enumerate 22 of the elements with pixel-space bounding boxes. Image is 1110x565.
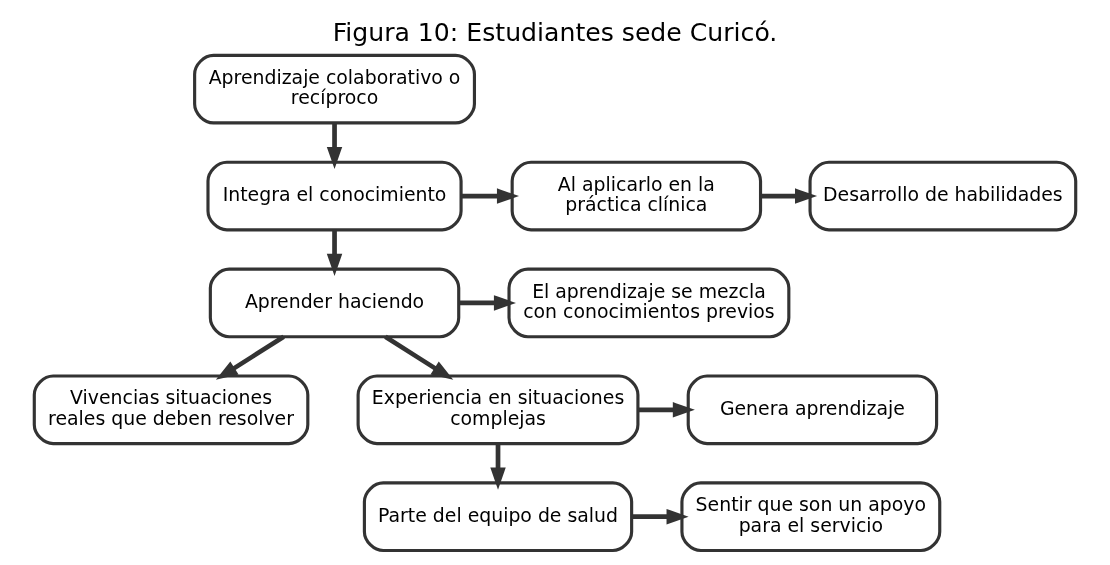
arrow	[631, 509, 689, 525]
arrow	[384, 334, 454, 380]
node-box: Aprender haciendo	[208, 267, 461, 339]
node-box: Sentir que son un apoyo para el servicio	[680, 481, 942, 553]
diagram-title: Figura 10: Estudiantes sede Curicó.	[332, 17, 778, 47]
arrow	[326, 229, 343, 276]
arrow	[760, 188, 818, 204]
arrow	[215, 334, 285, 380]
node-box: Parte del equipo de salud	[362, 481, 634, 553]
node-box: Experiencia en situaciones complejas	[356, 374, 640, 446]
node-box: Genera aprendizaje	[686, 374, 939, 446]
arrow	[459, 295, 516, 311]
node-box: Vivencias situaciones reales que deben resolver	[32, 374, 310, 446]
arrow	[490, 443, 506, 490]
node-box: Desarrollo de habilidades	[808, 160, 1078, 232]
arrow	[638, 402, 695, 418]
arrow	[326, 123, 343, 169]
node-box: Aprendizaje colaborativo o recíproco	[193, 53, 476, 125]
node-box: Al aplicarlo en la práctica clínica	[510, 160, 763, 232]
node-box: El aprendizaje se mezcla con conocimientos previos	[507, 267, 791, 339]
arrow	[461, 188, 520, 204]
node-box: Integra el conocimiento	[206, 160, 463, 232]
